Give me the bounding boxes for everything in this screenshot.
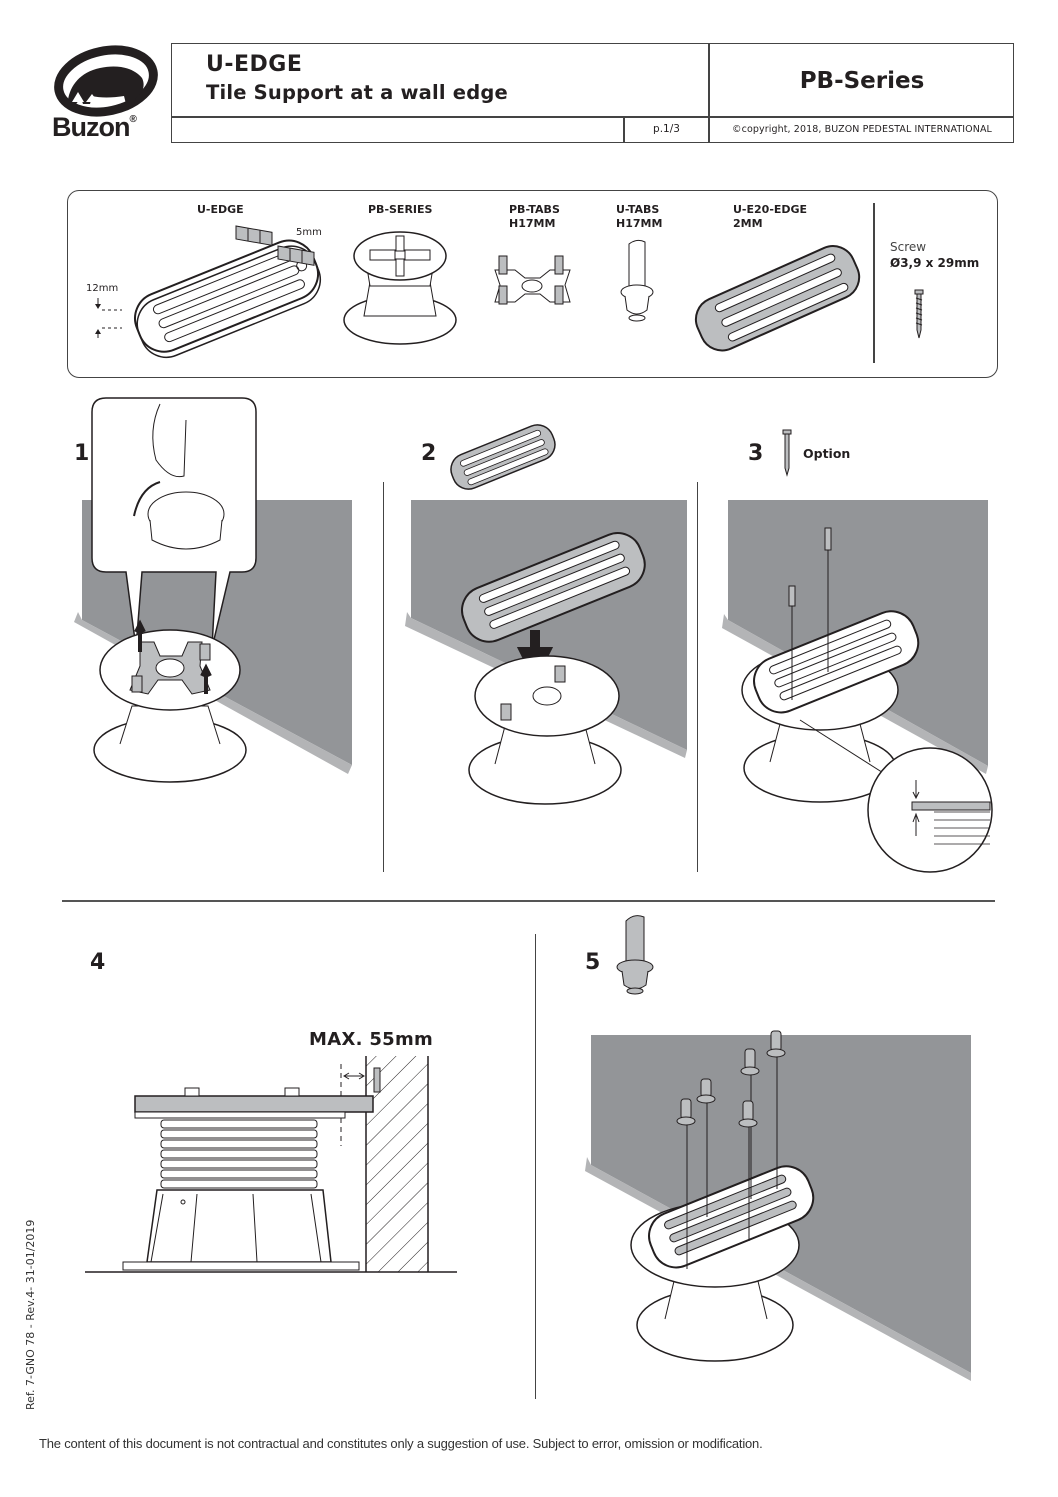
page-number: p.1/3 [653, 123, 680, 135]
screw-label: Screw [890, 240, 927, 254]
brand-name: Buzon [52, 112, 130, 142]
part-spec: H17MM [616, 217, 663, 230]
part-spec: 2MM [733, 217, 763, 230]
part-label-u-edge: U-EDGE [197, 203, 244, 217]
u-edge-part-illustration [95, 225, 321, 359]
step-4-section-illustration [85, 1056, 457, 1273]
dimension-thickness: 12mm [86, 283, 119, 294]
step-number-5: 5 [585, 950, 601, 975]
part-name: U-TABS [616, 203, 660, 216]
step-number-3: 3 [748, 441, 764, 466]
part-name: U-EDGE [197, 203, 244, 216]
product-subtitle: Tile Support at a wall edge [206, 81, 508, 104]
u-tabs-illustration [620, 239, 654, 322]
step-3-illustration [722, 500, 993, 873]
part-label-u-e20-edge: U-E20-EDGE 2MM [733, 203, 807, 231]
u-e20-edge-shim-illustration [694, 245, 861, 352]
buzon-logo [50, 45, 162, 148]
screw-size: Ø3,9 x 29mm [890, 256, 980, 270]
registered-mark: ® [129, 114, 136, 125]
pb-series-pedestal-illustration [343, 231, 457, 345]
dimension-tab-gap: 5mm [296, 227, 322, 238]
screw-icon [782, 429, 792, 477]
step-number-4: 4 [90, 950, 106, 975]
step-divider [535, 934, 537, 1399]
u-edge-thumbnail-icon [450, 424, 556, 490]
part-name: U-E20-EDGE [733, 203, 808, 216]
title-block-divider [171, 116, 1014, 118]
title-block [171, 43, 1014, 143]
step-3-option-note: Option [803, 446, 851, 461]
max-distance-label: MAX. 55mm [309, 1029, 434, 1050]
screw-icon [914, 289, 924, 339]
copyright-notice: ©copyright, 2018, BUZON PEDESTAL INTERNA… [732, 124, 992, 135]
part-name: PB-SERIES [368, 203, 433, 216]
step-divider [697, 482, 699, 872]
part-spec: H17MM [509, 217, 556, 230]
u-tab-thumbnail-icon [616, 915, 654, 995]
step-5-illustration [585, 1030, 971, 1381]
step-number-2: 2 [421, 441, 437, 466]
title-block-divider [623, 116, 625, 143]
step-divider [383, 482, 385, 872]
product-title: U-EDGE [206, 52, 303, 77]
part-label-pb-tabs: PB-TABS H17MM [509, 203, 560, 231]
parts-divider [873, 203, 875, 363]
section-divider [62, 900, 995, 902]
pb-tabs-illustration [494, 255, 571, 305]
brand-wordmark: Buzon® [52, 112, 137, 143]
part-label-pb-series: PB-SERIES [368, 203, 432, 217]
step-number-1: 1 [74, 441, 90, 466]
disclaimer: The content of this document is not cont… [39, 1436, 763, 1451]
step-1-illustration [74, 397, 352, 783]
parts-list-panel [67, 190, 998, 378]
part-name: PB-TABS [509, 203, 560, 216]
title-block-divider [708, 43, 710, 143]
series-name: PB-Series [799, 68, 925, 94]
part-label-u-tabs: U-TABS H17MM [616, 203, 662, 231]
step-2-illustration [405, 500, 687, 805]
bison-emblem-icon [54, 45, 158, 117]
document-reference: Ref. 7-GNO 78 - Rev.4- 31-01/2019 [24, 1219, 37, 1410]
